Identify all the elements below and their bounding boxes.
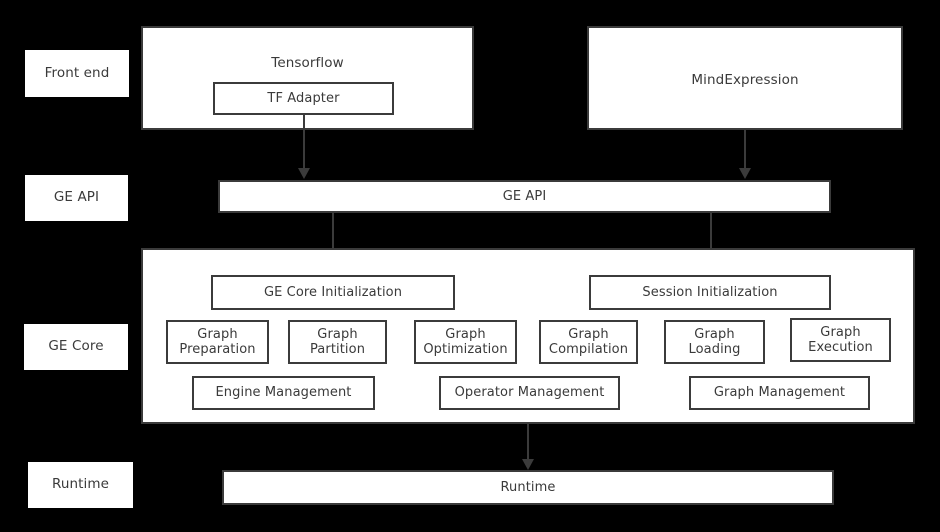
ge-api-bar[interactable]: GE API <box>218 180 831 213</box>
tf-adapter-box[interactable]: TF Adapter <box>213 82 394 115</box>
graph-optimization-box[interactable]: Graph Optimization <box>414 320 517 364</box>
engine-management-box[interactable]: Engine Management <box>192 376 375 410</box>
session-initialization-box[interactable]: Session Initialization <box>589 275 831 310</box>
graph-partition-box[interactable]: Graph Partition <box>288 320 387 364</box>
stage-label-runtime: Runtime <box>28 462 133 508</box>
ge-core-initialization-box[interactable]: GE Core Initialization <box>211 275 455 310</box>
graph-compilation-box[interactable]: Graph Compilation <box>539 320 638 364</box>
mindexpression-container[interactable]: MindExpression <box>587 26 903 130</box>
graph-management-box[interactable]: Graph Management <box>689 376 870 410</box>
mindexpression-label: MindExpression <box>691 72 799 88</box>
tensorflow-label: Tensorflow <box>271 55 344 71</box>
operator-management-box[interactable]: Operator Management <box>439 376 620 410</box>
graph-execution-box[interactable]: Graph Execution <box>790 318 891 362</box>
graph-loading-box[interactable]: Graph Loading <box>664 320 765 364</box>
runtime-bar[interactable]: Runtime <box>222 470 834 505</box>
graph-preparation-box[interactable]: Graph Preparation <box>166 320 269 364</box>
stage-label-front-end: Front end <box>25 50 129 97</box>
stage-label-ge-api: GE API <box>25 175 128 221</box>
stage-label-ge-core: GE Core <box>24 324 128 370</box>
